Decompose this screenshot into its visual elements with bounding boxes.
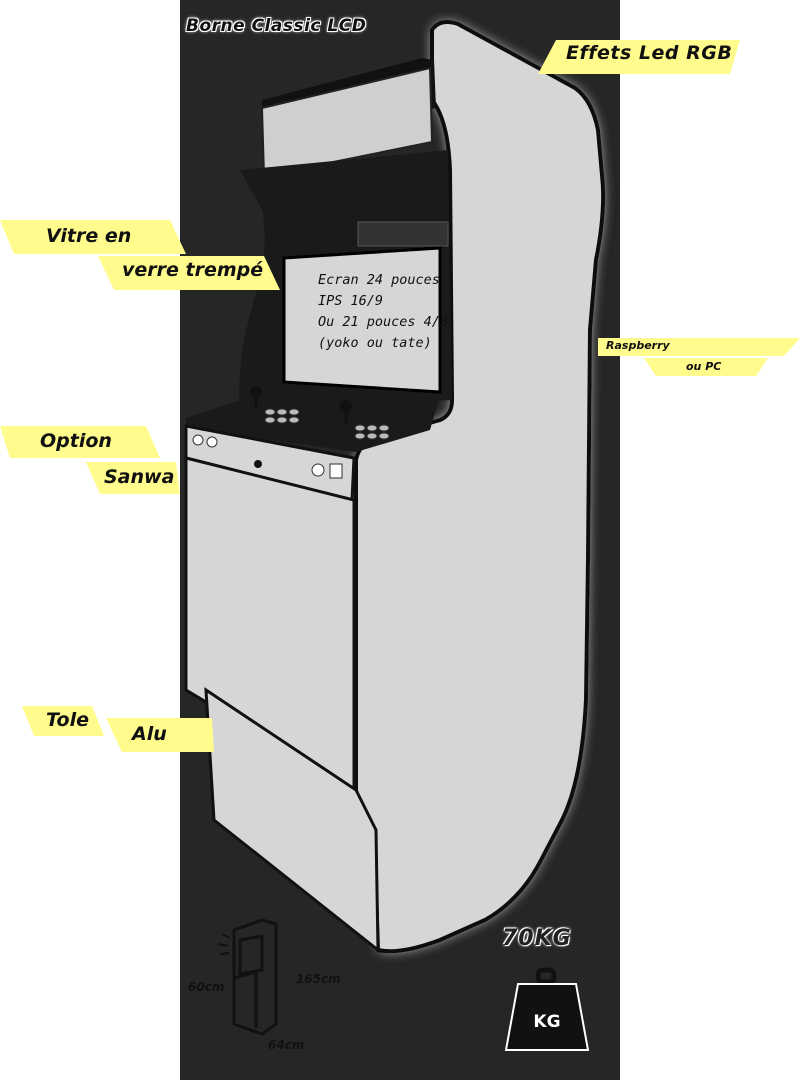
banner-option-1 xyxy=(0,426,160,458)
marquee-panel xyxy=(260,66,434,178)
screen xyxy=(282,246,442,394)
label-led: Effets Led RGB xyxy=(566,42,733,64)
product-title: Borne Classic LCD xyxy=(186,16,367,36)
label-raspberry-line1: Raspberry xyxy=(606,339,670,352)
weight-badge: KG xyxy=(533,1012,561,1032)
banner-option-2 xyxy=(86,462,180,494)
speaker-bar xyxy=(357,221,449,247)
dimension-depth: 60cm xyxy=(188,980,225,994)
dimension-cabinet-icon xyxy=(232,918,278,1036)
dimension-height: 165cm xyxy=(296,972,341,986)
front-door-lower xyxy=(204,687,380,954)
screen-line2: IPS 16/9 xyxy=(318,293,384,309)
banner-led xyxy=(538,40,740,74)
banner-tole xyxy=(22,706,104,736)
label-raspberry-line2: ou PC xyxy=(686,360,722,373)
label-glass-line2: verre trempé xyxy=(122,259,264,281)
banner-raspberry-2 xyxy=(644,358,768,376)
screen-line1: Ecran 24 pouces xyxy=(318,272,440,288)
label-alu-text: Alu xyxy=(132,723,167,745)
label-option-line2: Sanwa xyxy=(104,466,175,488)
label-glass-line1: Vitre en xyxy=(46,225,132,247)
buttons-p1 xyxy=(264,408,300,424)
cabinet-side-panel xyxy=(354,20,606,954)
screen-specs: Ecran 24 pouces IPS 16/9 Ou 21 pouces 4/… xyxy=(318,270,448,354)
screen-line4: (yoko ou tate) xyxy=(318,335,432,351)
banner-glass-2 xyxy=(98,256,280,290)
banner-glass-1 xyxy=(0,220,186,254)
led-rays-icon xyxy=(217,933,231,955)
screen-line3: Ou 21 pouces 4/3 xyxy=(318,314,449,330)
weight-value: 70KG xyxy=(502,926,572,951)
banner-raspberry-1 xyxy=(598,338,800,356)
label-option-line1: Option xyxy=(40,430,112,452)
banner-alu xyxy=(106,718,214,752)
dimension-width: 64cm xyxy=(268,1038,305,1052)
label-tole: Tole xyxy=(46,709,89,731)
weight-icon xyxy=(504,967,590,1051)
buttons-p2 xyxy=(354,424,390,440)
